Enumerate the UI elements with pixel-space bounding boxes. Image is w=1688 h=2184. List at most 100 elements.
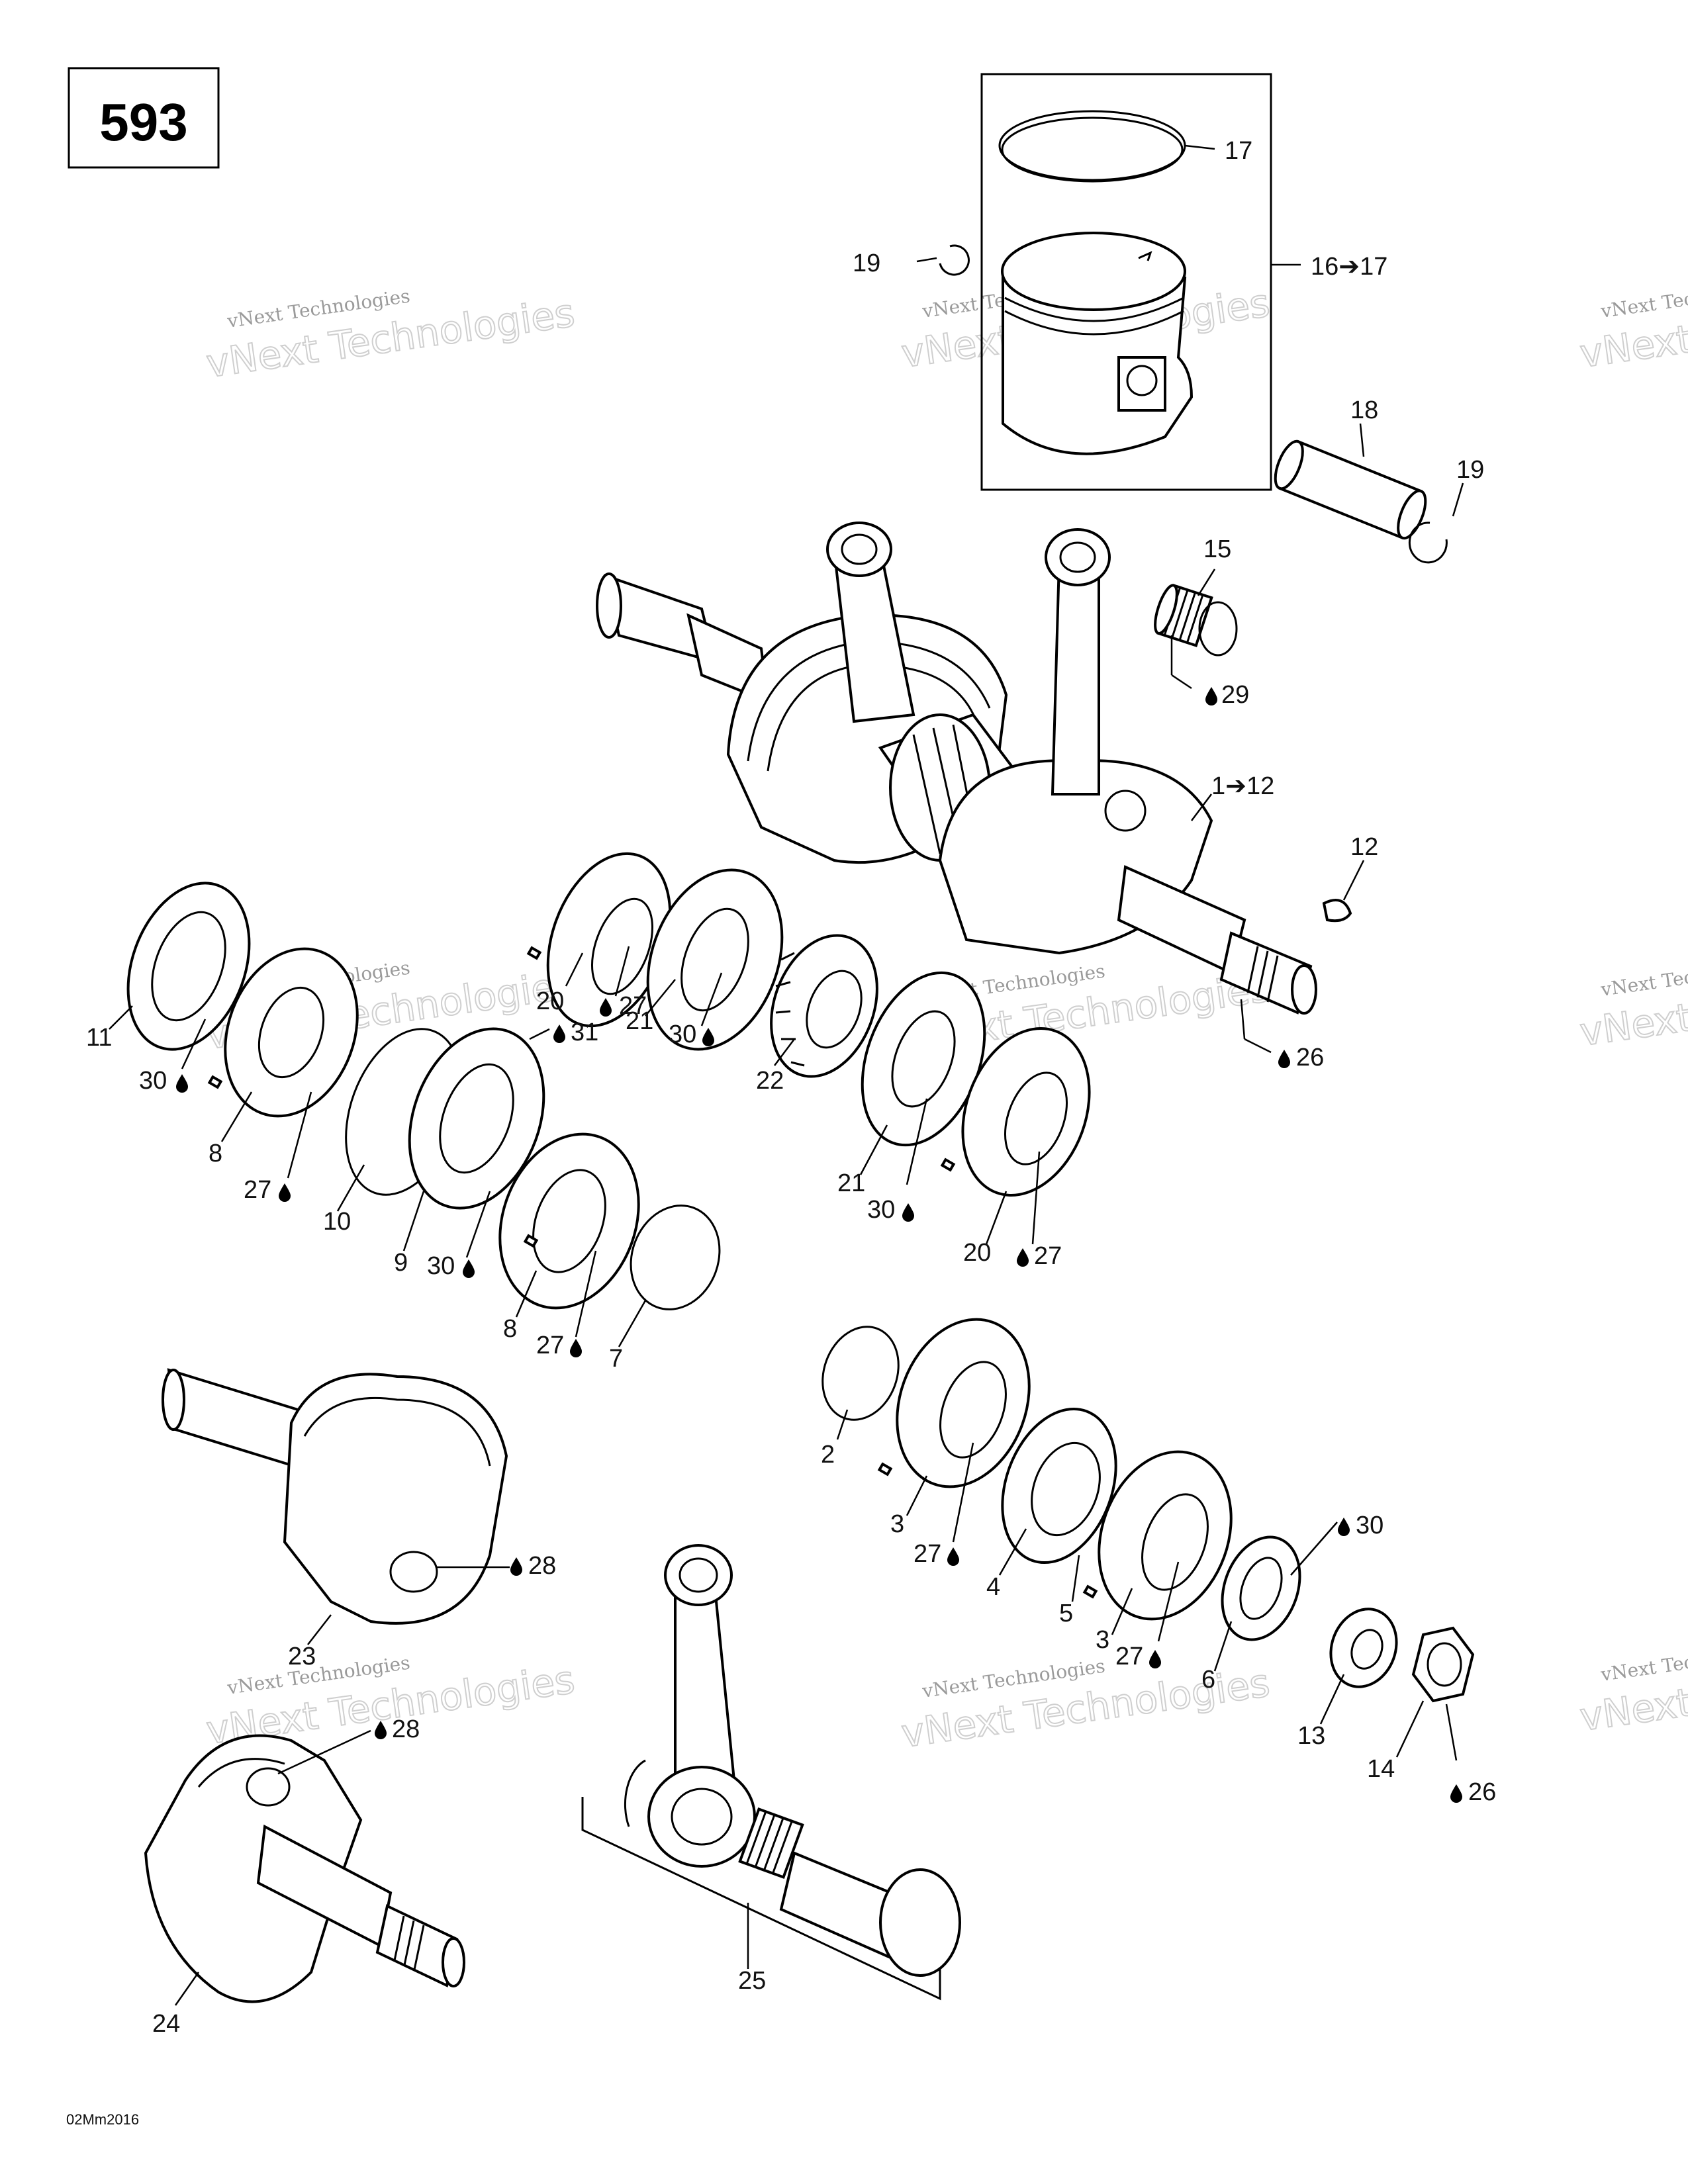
ball-bearing-20-bore	[590, 897, 654, 995]
locating-pin	[526, 946, 542, 960]
locating-pin	[877, 1462, 893, 1477]
figure-number-box: 593	[68, 67, 220, 169]
center-bearing-stack	[526, 852, 1091, 1197]
callout-18: 18	[1350, 396, 1378, 424]
piston-ring-groove	[1004, 296, 1184, 322]
callout-30: 30	[427, 1252, 455, 1280]
callout-27: 27	[536, 1332, 564, 1359]
piston-ring	[998, 110, 1186, 181]
crank-half-23-web-edge	[303, 1396, 491, 1467]
ball-bearing-8-lower	[498, 1132, 640, 1310]
ball-bearing-3	[896, 1318, 1031, 1488]
right-lower-stack	[821, 1318, 1475, 1703]
callout-11: 11	[86, 1024, 112, 1052]
conrod-25-needle-bearing	[738, 1807, 804, 1880]
seal-9	[408, 1027, 545, 1210]
seal-21-bore	[680, 907, 749, 1012]
circlip	[1408, 522, 1448, 564]
watermark-text: vNext Technologies	[1599, 954, 1688, 1001]
callout-14: 14	[1367, 1755, 1395, 1783]
callout-23: 23	[288, 1643, 316, 1670]
connecting-rod-upper-right	[1045, 528, 1111, 796]
callout-6: 6	[1201, 1666, 1215, 1694]
crank-half-24-thread-lines	[393, 1915, 425, 1970]
left-bearing-stack	[126, 882, 721, 1310]
seal-9-bore	[439, 1063, 514, 1174]
crank-half-24-web-edge	[197, 1758, 285, 1788]
callout-21: 21	[626, 1007, 653, 1035]
piston-pin-hole	[1126, 365, 1158, 396]
lock-washer-13	[1329, 1608, 1398, 1688]
callout-21: 21	[837, 1169, 865, 1197]
callout-3: 3	[1096, 1626, 1109, 1654]
ring-7	[630, 1205, 721, 1310]
ball-bearing-3-bore	[939, 1361, 1007, 1459]
crank-thread-tip	[1291, 964, 1317, 1015]
callout-27: 27	[244, 1176, 271, 1204]
locating-pin	[940, 1158, 956, 1172]
crank-half-24	[144, 1734, 465, 2003]
locating-pin	[523, 1234, 539, 1248]
piston-crown	[1001, 232, 1186, 311]
gear-22-teeth	[775, 952, 805, 1067]
lock-washer-13-bore	[1350, 1629, 1383, 1670]
callout-15: 15	[1203, 535, 1231, 563]
ball-bearing-3-right	[1098, 1450, 1233, 1621]
spacer-4-bore	[1031, 1441, 1101, 1537]
hex-nut-14	[1411, 1626, 1475, 1703]
crank-half-23-taper-end	[162, 1369, 185, 1431]
callout-27: 27	[619, 992, 647, 1020]
callout-7: 7	[609, 1345, 623, 1373]
callout-8: 8	[209, 1140, 222, 1167]
callout-26: 26	[1296, 1044, 1324, 1071]
callout-16-17: 16➔17	[1311, 253, 1387, 281]
hex-nut-14-bore	[1427, 1642, 1462, 1687]
piston-kit-frame	[980, 73, 1272, 491]
callout-27: 27	[914, 1540, 941, 1568]
crank-web-hole	[1104, 790, 1147, 832]
callout-4: 4	[986, 1573, 1000, 1601]
callout-20: 20	[536, 987, 564, 1015]
ball-bearing-8-bore	[258, 986, 325, 1079]
woodruff-key	[1322, 899, 1352, 923]
conrod-25-big-end	[647, 1766, 756, 1868]
callout-20: 20	[963, 1239, 991, 1267]
crank-half-24-web	[144, 1734, 363, 2003]
crank-half-23	[162, 1368, 508, 1625]
callout-30: 30	[139, 1067, 167, 1095]
circlip	[939, 244, 970, 276]
locating-pin	[1082, 1584, 1098, 1599]
thrust-washer	[1198, 601, 1238, 657]
crank-half-24-threaded-end	[375, 1904, 459, 1987]
callout-31: 31	[571, 1019, 598, 1046]
crank-half-24-thread-tip	[442, 1937, 465, 1987]
callout-2: 2	[821, 1441, 835, 1469]
conrod-25-small-end-bore	[679, 1557, 718, 1593]
leader-lines	[109, 144, 1464, 2006]
callout-8: 8	[503, 1315, 517, 1343]
watermark-text: vNext Technologies	[1599, 1639, 1688, 1686]
callout-24: 24	[152, 2010, 180, 2038]
connecting-rod-upper-left	[826, 522, 915, 723]
callout-10: 10	[323, 1208, 351, 1236]
callout-28: 28	[392, 1715, 420, 1743]
piston-ring-groove	[1004, 310, 1184, 336]
piston-direction-arrow	[1138, 251, 1152, 261]
crank-thread-lines	[1246, 946, 1279, 1003]
crank-half-23-pin-hole	[389, 1551, 438, 1593]
callout-30: 30	[867, 1196, 895, 1224]
ring-2	[821, 1326, 900, 1421]
crank-threaded-end	[1219, 931, 1313, 1015]
gear-22	[770, 934, 878, 1078]
callout-12: 12	[1350, 833, 1378, 861]
ball-bearing-8-lower-bore	[532, 1169, 606, 1273]
callout-13: 13	[1297, 1722, 1325, 1750]
ball-bearing-20-right-bore	[1004, 1071, 1068, 1165]
piston-pin	[1274, 439, 1427, 540]
crank-half-24-pin-hole	[246, 1767, 291, 1807]
crankshaft-assembly-group	[596, 522, 1352, 1015]
figure-number: 593	[99, 93, 187, 152]
callout-22: 22	[756, 1067, 784, 1095]
callout-27: 27	[1115, 1643, 1143, 1670]
seal-6-bore	[1239, 1557, 1283, 1620]
